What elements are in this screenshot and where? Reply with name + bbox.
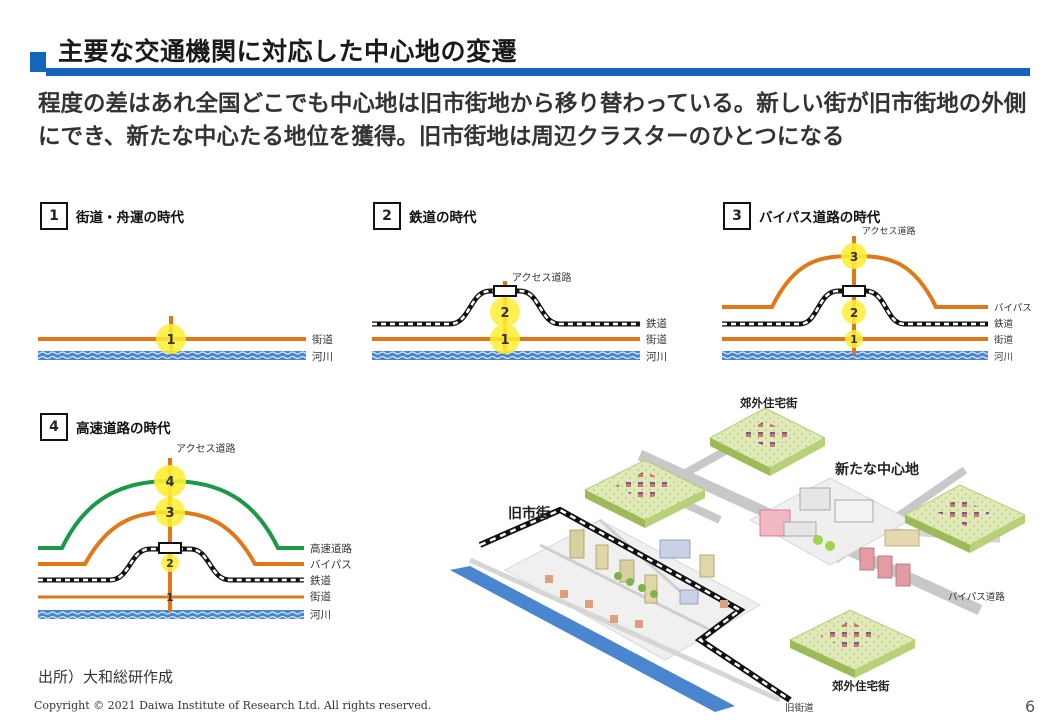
- marker-2-label: 2: [850, 306, 858, 320]
- old-town-buildings: [545, 529, 728, 628]
- panel-4-header: 4 高速道路の時代: [40, 413, 171, 441]
- label-tetsudo: 鉄道: [310, 574, 331, 587]
- label-kasen: 河川: [312, 351, 333, 363]
- label-old-town: 旧市街: [508, 505, 550, 522]
- marker-2-label: 2: [166, 557, 174, 570]
- center-marker-2: [161, 554, 179, 572]
- station-icon: [842, 285, 866, 297]
- label-bypass: バイパス: [310, 559, 352, 571]
- label-kaido: 街道: [994, 334, 1014, 346]
- label-kosoku: 高速道路: [310, 542, 352, 555]
- river-line: [372, 351, 640, 360]
- label-kasen: 河川: [310, 609, 331, 621]
- page-title: 主要な交通機関に対応した中心地の変遷: [58, 37, 518, 66]
- center-marker-1: [845, 330, 863, 348]
- panel-2-number: 2: [373, 202, 401, 230]
- label-kaido: 街道: [646, 333, 667, 346]
- panel-2-header: 2 鉄道の時代: [373, 202, 477, 230]
- station-icon: [158, 542, 182, 554]
- marker-2-label: 2: [500, 306, 509, 321]
- copyright-text: Copyright © 2021 Daiwa Institute of Rese…: [34, 699, 432, 712]
- label-bypass-road: バイパス道路: [948, 591, 1005, 603]
- panel-1-title: 街道・舟運の時代: [76, 210, 184, 226]
- label-access: アクセス道路: [512, 271, 572, 284]
- center-marker-2: [490, 297, 520, 327]
- city-map-illustration: 郊外住宅街 新たな中心地 旧市街 バイパス道路 郊外住宅街 旧街道: [450, 396, 1027, 714]
- page-subtitle: 程度の差はあれ全国どこでも中心地は旧市街地から移り替わっている。新しい街が旧市街…: [38, 91, 1027, 150]
- center-marker-4: [154, 465, 186, 497]
- label-old-road: 旧街道: [785, 702, 814, 714]
- label-suburb-top: 郊外住宅街: [740, 396, 798, 410]
- map-road: [468, 557, 782, 703]
- panel-3-diagram: 3 2 1 アクセス道路 バイパス 鉄道 街道 河川: [722, 225, 1032, 363]
- center-marker-3: [155, 497, 185, 527]
- label-tetsudo: 鉄道: [646, 317, 667, 330]
- marker-1-label: 1: [500, 333, 509, 348]
- suburb-patch: [708, 407, 827, 476]
- center-marker-3: [841, 243, 867, 269]
- panel-1-diagram: 1 街道 河川: [38, 316, 333, 363]
- panel-3-title: バイパス道路の時代: [759, 210, 881, 226]
- label-suburb-bottom: 郊外住宅街: [832, 679, 890, 693]
- label-bypass: バイパス: [994, 303, 1032, 314]
- marker-1-label: 1: [166, 591, 174, 604]
- label-kasen: 河川: [994, 351, 1013, 363]
- river-line: [38, 351, 306, 360]
- marker-1-label: 1: [166, 333, 175, 348]
- panel-4-diagram: 4 3 2 1 アクセス道路 高速道路 バイパス 鉄道 街道 河川: [38, 442, 352, 621]
- river-line: [722, 351, 988, 360]
- panel-3-number: 3: [723, 202, 751, 230]
- marker-3-label: 3: [165, 506, 174, 521]
- title-bar: 主要な交通機関に対応した中心地の変遷: [30, 30, 1030, 78]
- label-kasen: 河川: [646, 351, 667, 363]
- source-note: 出所）大和総研作成: [38, 668, 174, 686]
- panel-4-title: 高速道路の時代: [76, 421, 171, 437]
- panel-3-header: 3 バイパス道路の時代: [723, 202, 880, 230]
- suburb-patch: [903, 484, 1027, 553]
- label-kaido: 街道: [310, 590, 331, 603]
- label-tetsudo: 鉄道: [994, 318, 1014, 330]
- title-accent-mark: [30, 52, 46, 72]
- page-number: 6: [1025, 697, 1036, 716]
- label-new-center: 新たな中心地: [835, 461, 919, 478]
- station-icon: [493, 285, 517, 297]
- panel-2-diagram: 2 1 アクセス道路 鉄道 街道 河川: [372, 271, 667, 363]
- panel-4-number: 4: [40, 413, 68, 441]
- river-line: [38, 610, 304, 619]
- label-kaido: 街道: [312, 333, 333, 346]
- title-underline: [46, 68, 1030, 76]
- suburb-patch: [788, 609, 917, 678]
- marker-3-label: 3: [850, 250, 858, 264]
- panel-1-number: 1: [40, 202, 68, 230]
- center-marker-1: [156, 324, 186, 354]
- new-center-buildings: [759, 487, 920, 587]
- marker-4-label: 4: [165, 475, 174, 490]
- center-marker-2: [842, 300, 866, 324]
- marker-1-label: 1: [850, 333, 858, 346]
- map-river: [450, 566, 735, 712]
- center-marker-1: [490, 324, 520, 354]
- label-access: アクセス道路: [176, 442, 236, 455]
- suburb-patch: [583, 459, 707, 528]
- label-access: アクセス道路: [862, 225, 916, 237]
- panel-1-header: 1 街道・舟運の時代: [40, 202, 184, 230]
- panel-2-title: 鉄道の時代: [409, 210, 477, 226]
